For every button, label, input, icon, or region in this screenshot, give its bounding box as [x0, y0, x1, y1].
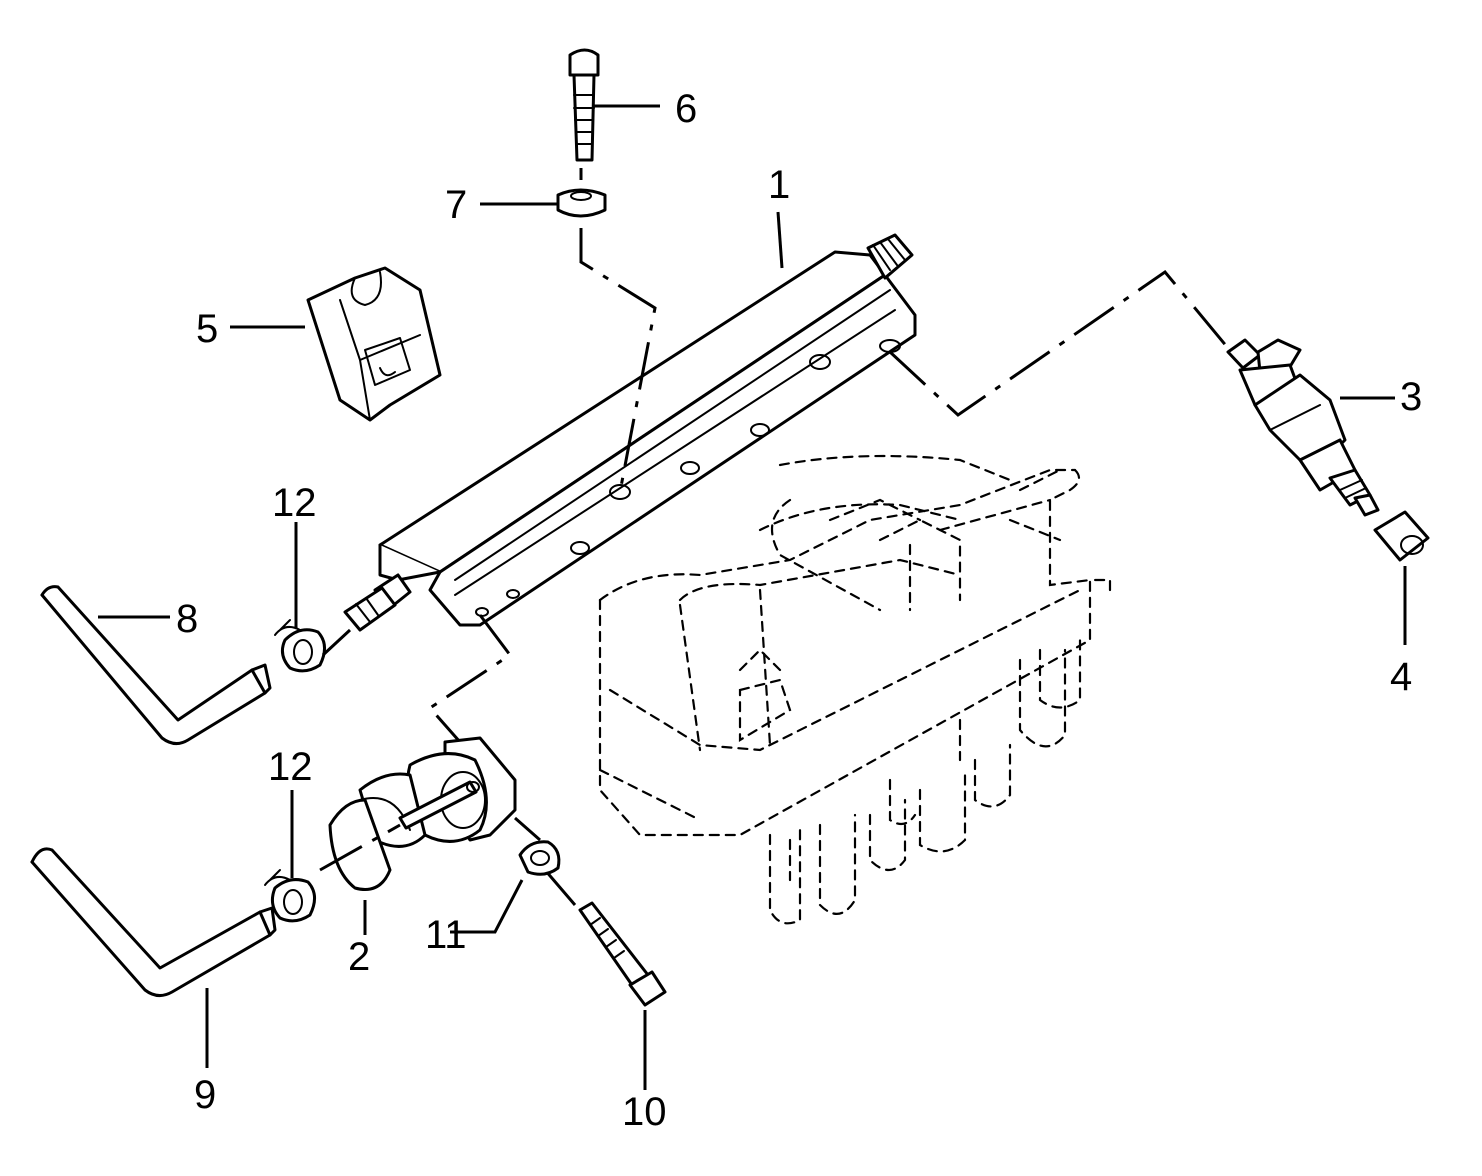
- fuel-injector: [888, 269, 1395, 517]
- rail-bolt: [568, 48, 660, 162]
- upper-hose-clamp: [274, 522, 326, 673]
- lower-hose-clamp: [264, 790, 316, 923]
- leader-1: [776, 211, 784, 269]
- chain-line-regulator-bolt: [514, 816, 577, 906]
- callout-11: 11: [425, 913, 467, 957]
- callout-3: 3: [1400, 375, 1422, 419]
- regulator-bolt: [578, 901, 667, 1090]
- rail-bracket: [230, 266, 442, 422]
- chain-line-bolt: [579, 168, 657, 493]
- callout-8: 8: [176, 597, 198, 641]
- callout-10: 10: [622, 1090, 667, 1134]
- lower-fuel-hose: [30, 847, 277, 1068]
- injector-cap: [1373, 510, 1430, 645]
- upper-fuel-hose: [40, 585, 272, 745]
- callout-4: 4: [1390, 655, 1412, 699]
- spacer-washer: [480, 188, 607, 218]
- callout-1: 1: [768, 163, 790, 207]
- callout-7: 7: [445, 183, 467, 227]
- callout-6: 6: [675, 87, 697, 131]
- callout-5: 5: [196, 307, 218, 351]
- regulator-washer: [450, 816, 577, 934]
- intake-manifold-outline: [598, 454, 1112, 925]
- callout-9: 9: [194, 1073, 216, 1117]
- chain-line-injector: [888, 269, 1230, 417]
- chain-line-upper-hose: [321, 628, 352, 657]
- chain-line-regulator: [427, 614, 513, 743]
- chain-line-lower-hose: [319, 823, 401, 872]
- callout-12-lower: 12: [268, 745, 313, 789]
- fuel-rail: [343, 233, 917, 632]
- pressure-regulator: [328, 614, 517, 935]
- callout-12-upper: 12: [272, 481, 317, 525]
- callout-2: 2: [348, 935, 370, 979]
